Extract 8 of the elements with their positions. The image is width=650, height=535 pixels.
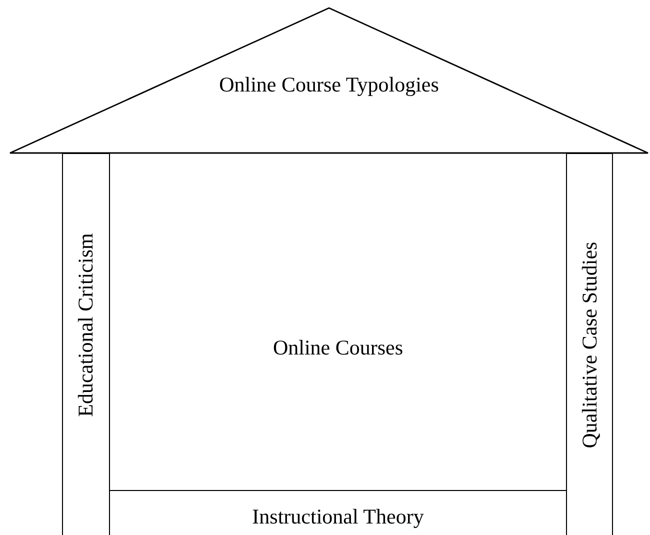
label: Online Courses <box>272 336 404 361</box>
vertical-label: Educational Criticism <box>74 233 98 418</box>
label: Online Course Typologies <box>219 72 439 98</box>
roof-triangle <box>8 7 650 155</box>
vertical-label: Qualitative Case Studies <box>577 241 602 448</box>
pillar <box>62 153 110 535</box>
label: Instructional Theory <box>252 504 424 530</box>
pillar <box>566 153 613 535</box>
